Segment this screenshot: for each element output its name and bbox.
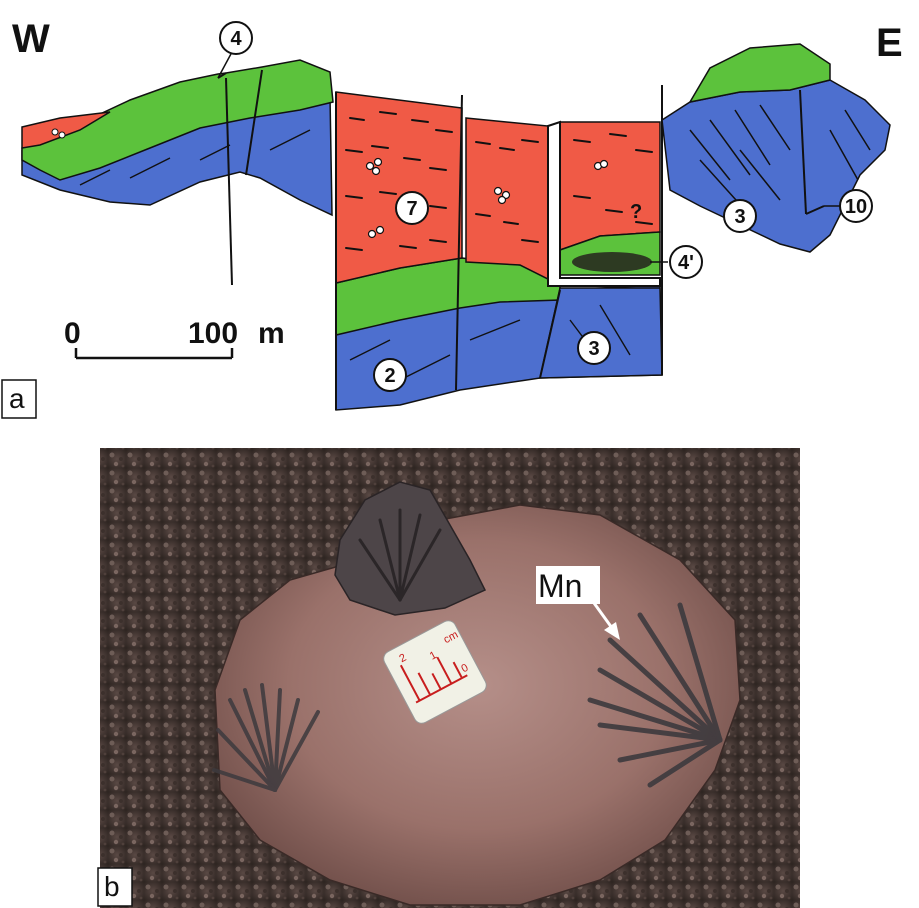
scale-unit: m: [258, 317, 285, 350]
svg-text:7: 7: [406, 198, 417, 220]
svg-text:b: b: [104, 871, 120, 902]
pebble-symbol: [59, 132, 65, 138]
unit-label-2: 2: [374, 359, 406, 391]
panel-a-tag: a: [2, 380, 36, 418]
scale-start: 0: [64, 317, 81, 350]
photo-panel: 2 1 0 cm Mn b: [98, 448, 800, 908]
panel-b-tag: b: [98, 868, 132, 906]
unit-blue-east: [662, 80, 890, 252]
unit-red-block-1: [336, 92, 462, 283]
svg-text:3: 3: [734, 206, 745, 228]
svg-text:2: 2: [384, 365, 395, 387]
unit-label-3-central: 3: [578, 332, 610, 364]
scale-end: 100: [188, 317, 238, 350]
unit-label-3-east: 3: [724, 200, 756, 232]
mn-label: Mn: [538, 568, 582, 604]
pebble-symbol: [52, 129, 58, 135]
west-label: W: [12, 17, 50, 61]
svg-text:10: 10: [845, 196, 867, 218]
unit-label-7: 7: [396, 192, 428, 224]
cross-section-panel: ? W E 4 7: [2, 17, 903, 418]
east-label: E: [876, 21, 903, 65]
unit-red-block-3: [560, 122, 660, 250]
svg-text:a: a: [9, 383, 25, 414]
svg-text:4: 4: [230, 28, 242, 50]
scale-bar: 0 100 m: [64, 317, 285, 358]
hatched-lens: [572, 252, 652, 272]
svg-text:3: 3: [588, 338, 599, 360]
svg-text:4': 4': [678, 252, 694, 274]
question-mark: ?: [630, 201, 642, 223]
